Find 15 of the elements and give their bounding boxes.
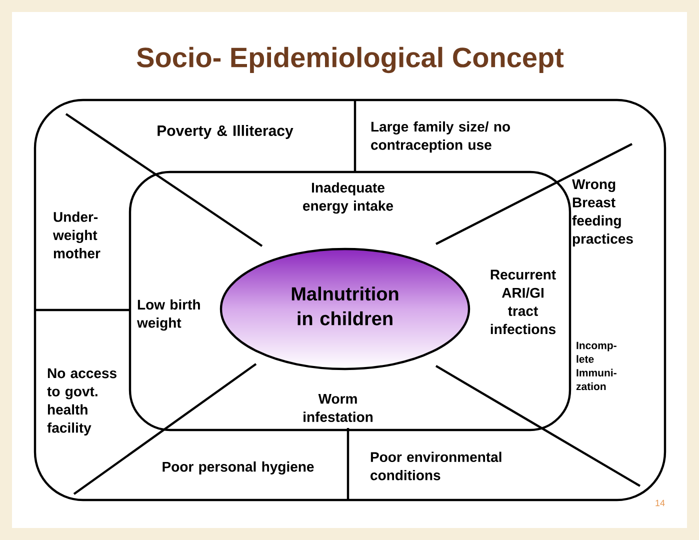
center-text: Malnutrition in children (292, 286, 398, 326)
title: Socio- Epidemiological Concept (136, 46, 564, 74)
node-text: Poor personal hygiene (162, 461, 314, 475)
node-text: Poor environmental conditions (370, 452, 502, 480)
node-text: Recurrent ARI/GI tract infections (490, 270, 556, 334)
node-text: Worm infestation (304, 394, 373, 422)
node-text: Low birth weight (136, 299, 200, 331)
node-text: No access to govt. health facility (47, 368, 116, 436)
node-text: Inadequate energy intake (303, 182, 394, 214)
node-text: Wrong Breast feeding practices (572, 179, 633, 247)
node-text: Large family size/ no contraception use (371, 121, 510, 153)
node-text: Poverty & Illiteracy (158, 125, 294, 139)
node-text: Incomp- lete Immuni- zation (576, 342, 616, 390)
page-number: 14 (656, 500, 665, 506)
node-text: Under- weight mother (52, 212, 100, 258)
